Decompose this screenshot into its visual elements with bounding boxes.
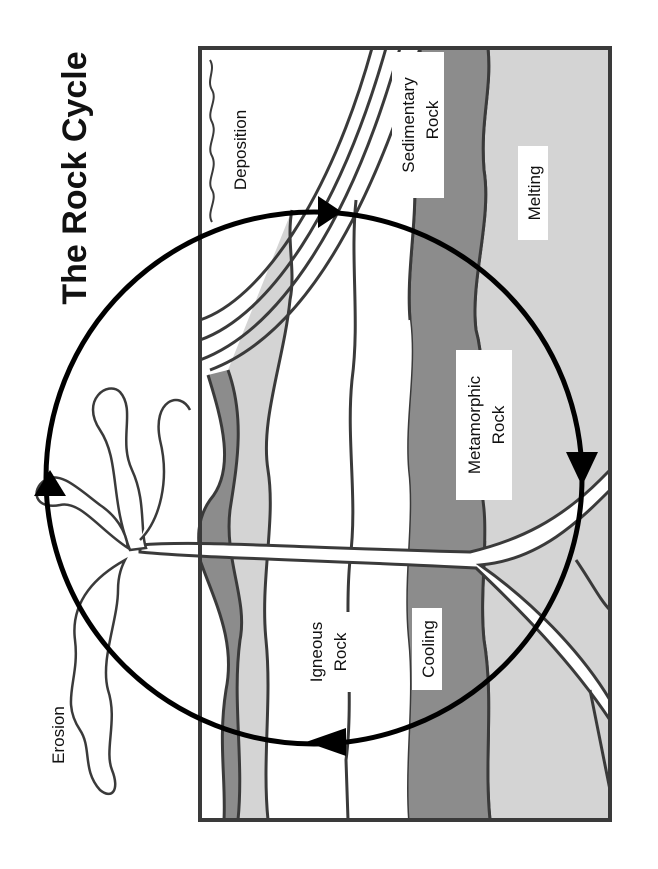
deposition-water-lines <box>209 59 215 223</box>
diagram-title: The Rock Cycle <box>56 51 94 304</box>
magma-conduit <box>138 466 612 725</box>
label-sedimentary-rock: Sedimentary Rock <box>392 52 444 198</box>
frame-border <box>198 46 612 822</box>
arrow-bottom <box>306 728 346 756</box>
label-deposition: Deposition <box>231 110 250 190</box>
label-sedimentary-line1: Sedimentary <box>399 77 418 173</box>
light-gray-upper-band <box>228 210 292 820</box>
label-erosion: Erosion <box>49 706 68 764</box>
label-igneous-line1: Igneous <box>307 622 326 683</box>
cycle-circle <box>34 196 598 756</box>
label-cooling: Cooling <box>412 608 442 690</box>
arrow-right <box>566 452 598 486</box>
labels: The Rock Cycle Erosion Deposition Sedime… <box>49 51 548 764</box>
label-igneous-rock: Igneous Rock <box>302 612 354 692</box>
label-cooling-text: Cooling <box>419 620 438 678</box>
arrow-top <box>318 196 342 228</box>
label-igneous-line2: Rock <box>331 632 350 671</box>
middle-white-band <box>346 170 415 820</box>
label-metamorphic-rock: Metamorphic Rock <box>456 350 512 500</box>
label-melting-text: Melting <box>525 166 544 221</box>
label-melting: Melting <box>518 146 548 240</box>
label-metamorphic-line2: Rock <box>489 405 508 444</box>
label-sedimentary-line2: Rock <box>423 100 442 139</box>
surface-dark-layer <box>198 370 242 820</box>
label-metamorphic-line1: Metamorphic <box>465 375 484 474</box>
arrow-left <box>34 470 66 496</box>
